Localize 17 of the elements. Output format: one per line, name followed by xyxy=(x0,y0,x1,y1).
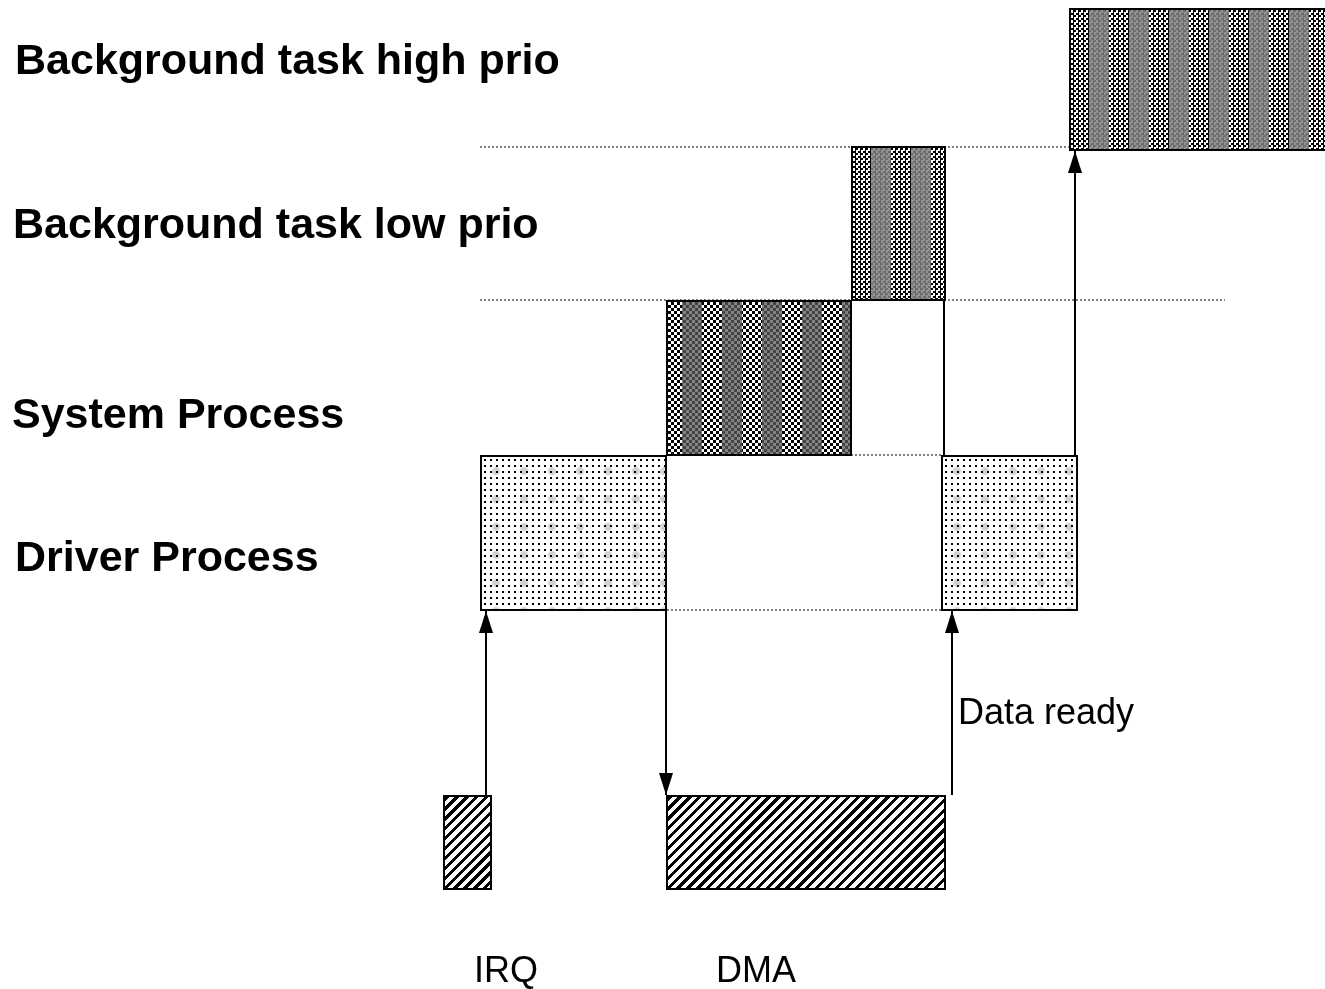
task-bar xyxy=(941,455,1078,611)
arrow xyxy=(945,610,959,796)
bar-caption: DMA xyxy=(716,952,796,988)
task-bar xyxy=(480,455,667,611)
lane-label: Driver Process xyxy=(15,535,319,578)
lane-label: System Process xyxy=(12,392,345,435)
arrow xyxy=(659,610,673,796)
task-bar xyxy=(666,795,946,890)
arrow xyxy=(479,610,493,796)
task-bar xyxy=(666,300,852,456)
task-bar xyxy=(1069,8,1325,151)
arrow xyxy=(1068,150,1082,456)
task-bar xyxy=(851,146,946,301)
bar-caption: IRQ xyxy=(474,952,538,988)
lane-label: Background task low prio xyxy=(13,202,539,245)
task-bar xyxy=(443,795,492,890)
lane-label: Background task high prio xyxy=(15,38,560,81)
